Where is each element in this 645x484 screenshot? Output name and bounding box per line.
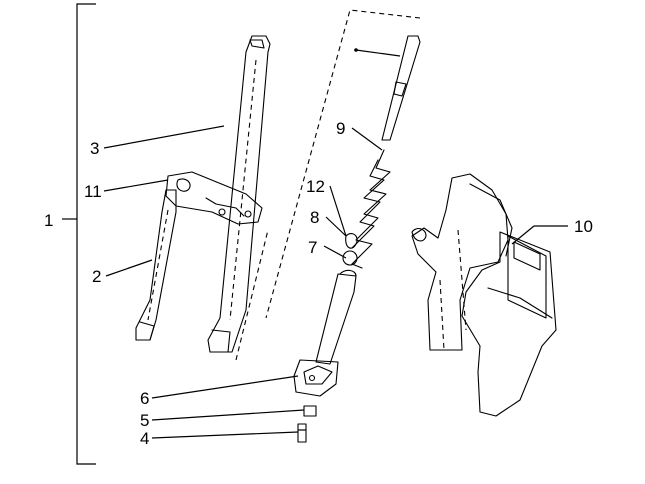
bolt (297, 423, 307, 443)
fork-tube-right (207, 35, 271, 353)
damper-body (315, 250, 358, 365)
callout-3: 3 (90, 139, 99, 158)
spring-assembly (345, 149, 391, 269)
callout-12: 12 (306, 177, 325, 196)
assembly-axis (235, 9, 421, 361)
callout-1: 1 (44, 211, 53, 230)
washer (303, 405, 317, 417)
callout-11: 11 (84, 182, 102, 201)
callout-9: 9 (336, 119, 345, 138)
lower-bracket (293, 359, 339, 397)
fork-leg-left (135, 189, 177, 341)
callout-6: 6 (140, 389, 149, 408)
damper-rod (354, 35, 421, 141)
callout-5: 5 (140, 411, 149, 430)
callout-4: 4 (140, 429, 149, 448)
fork-bridge (165, 171, 263, 225)
steering-shroud (411, 173, 557, 417)
callout-7: 7 (308, 238, 317, 257)
callout-10: 10 (574, 217, 593, 236)
assembly-bracket (62, 3, 96, 465)
callout-8: 8 (310, 208, 319, 227)
callout-2: 2 (92, 267, 101, 286)
leader-lines (103, 125, 568, 439)
